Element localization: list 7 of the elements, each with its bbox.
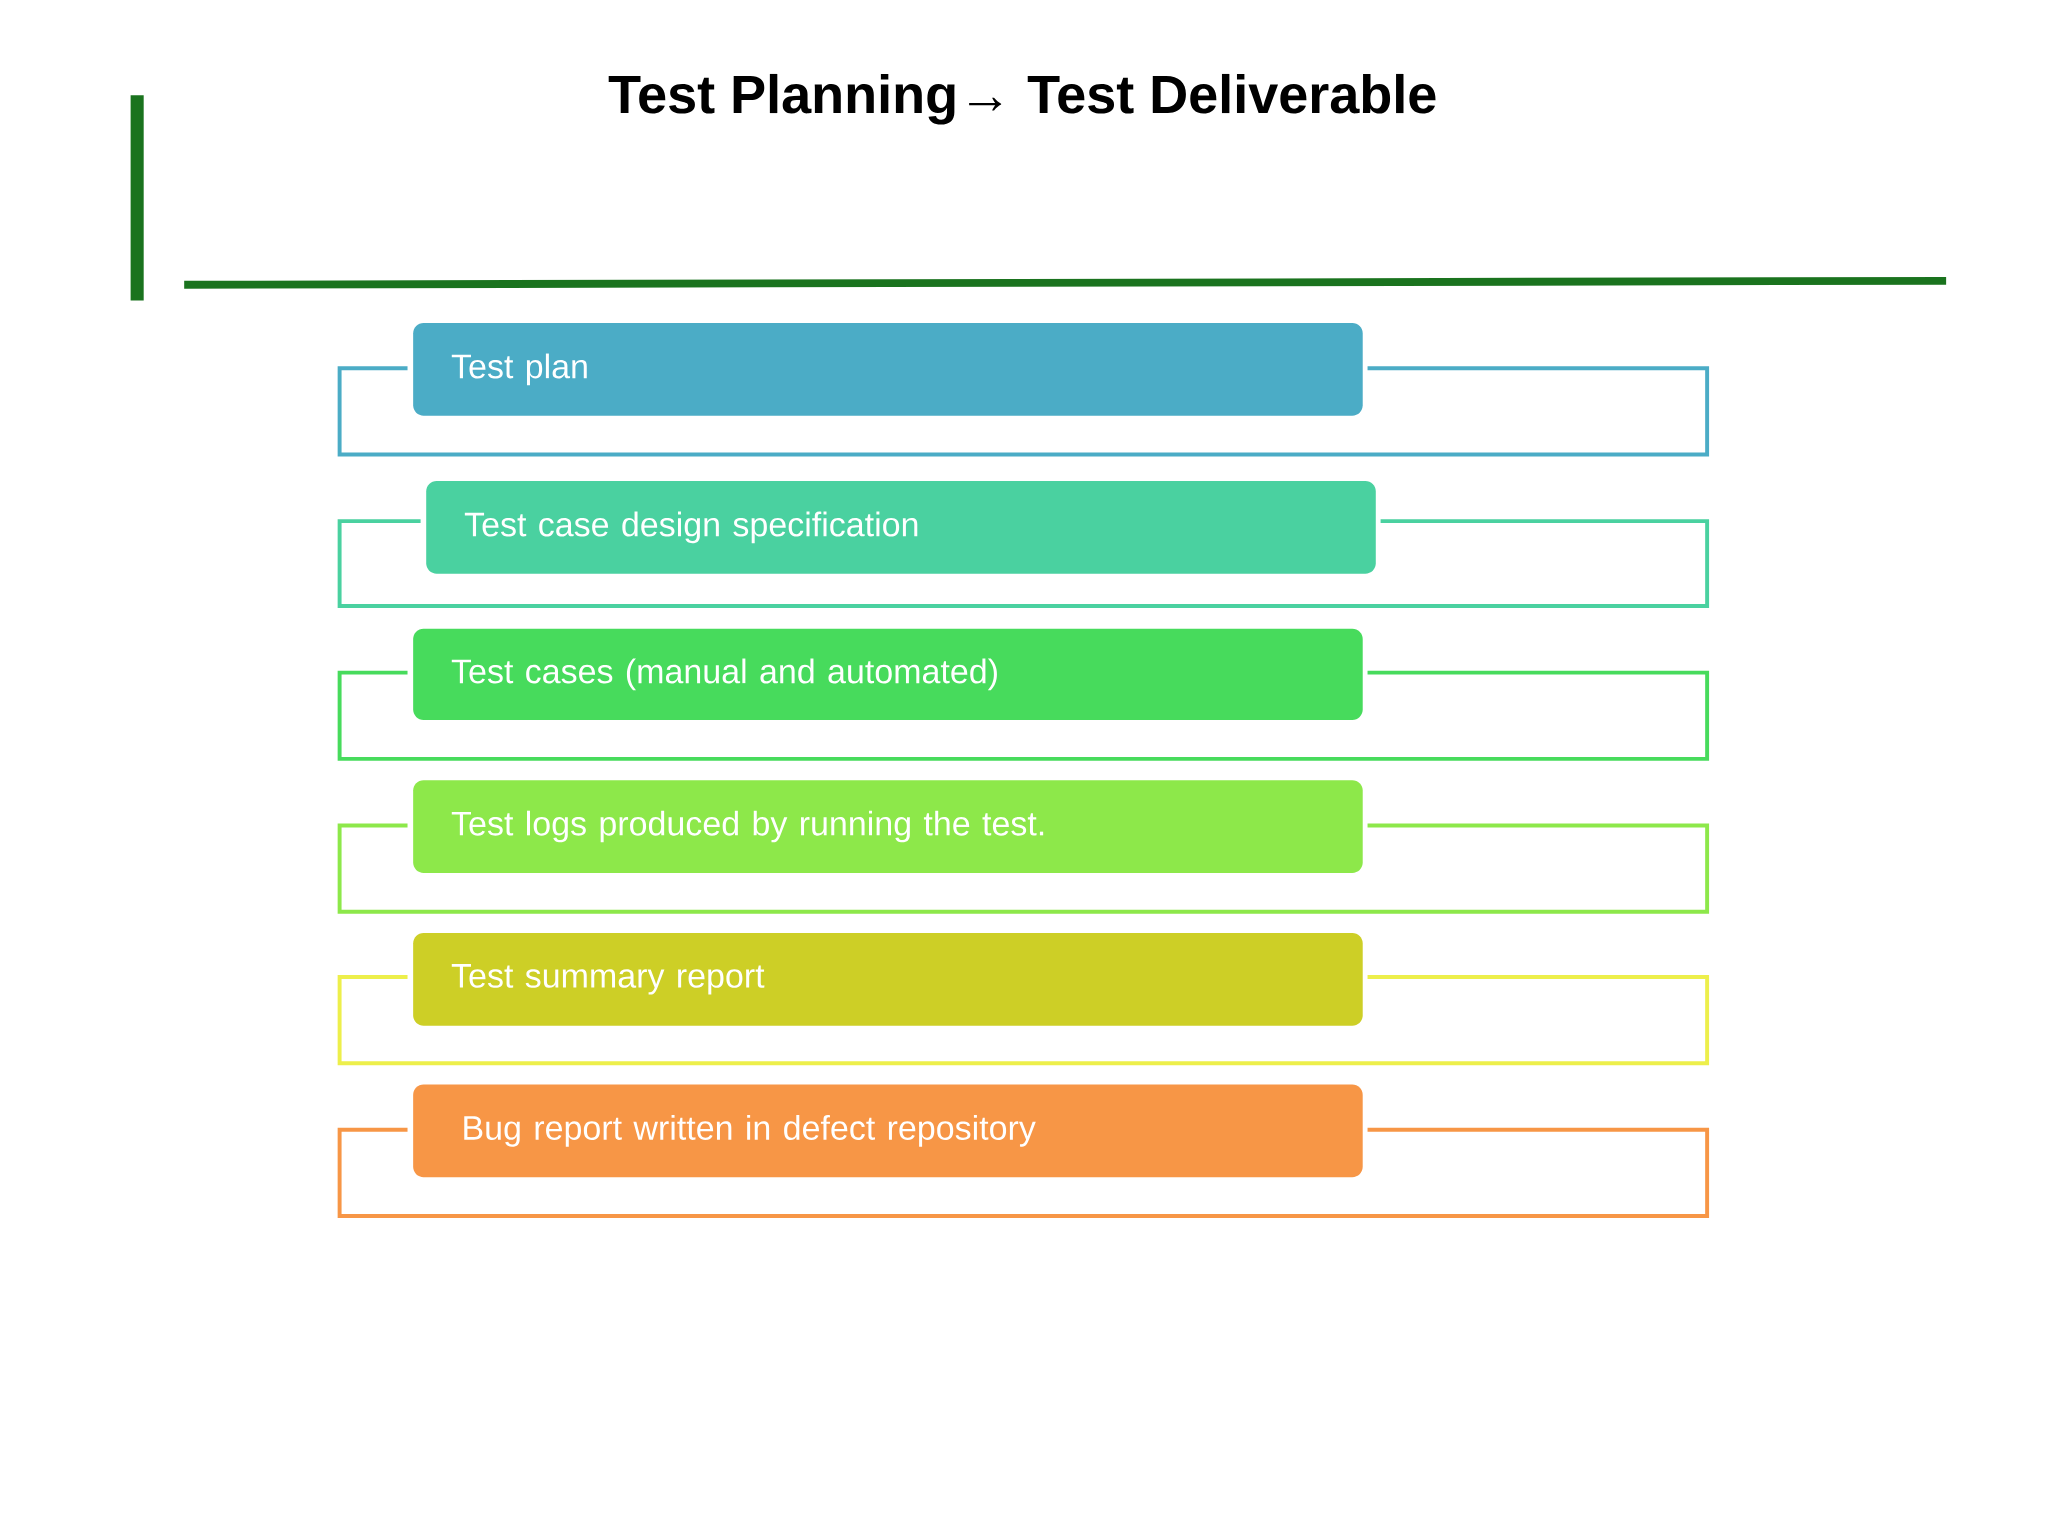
list-item-box: Test cases (manual and automated) (413, 628, 1363, 721)
list-item-box: Bug report written in defect repository (413, 1084, 1363, 1178)
list-item-box: Test logs produced by running the test. (413, 780, 1363, 873)
list-item-box: Test summary report (413, 932, 1363, 1026)
list-item-box: Test case design specification (426, 481, 1376, 574)
title: Test Planning→ Test Deliverable (608, 73, 1436, 125)
list-item-box: Test plan (413, 323, 1363, 416)
